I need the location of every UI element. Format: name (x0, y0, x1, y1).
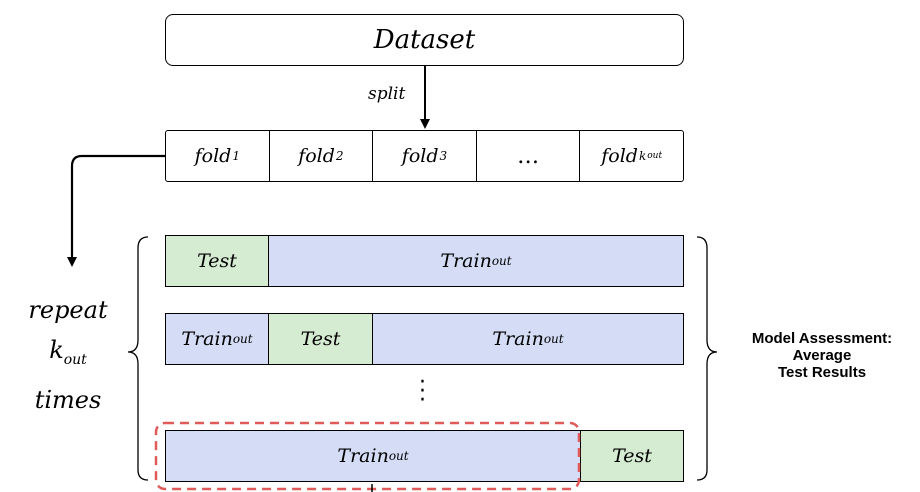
test-segment: Test (581, 431, 683, 481)
test-segment: Test (166, 236, 269, 286)
split-label: split (368, 84, 406, 104)
fold-ellipsis: … (477, 131, 581, 181)
test-segment: Test (269, 314, 373, 364)
highlight-box (154, 421, 581, 491)
model-assessment-label: Model Assessment: Average Test Results (751, 330, 893, 381)
vertical-ellipsis: ··· (419, 370, 426, 413)
dataset-box: Dataset (165, 14, 684, 66)
left-brace (127, 236, 149, 481)
repeat-arrow (67, 154, 165, 267)
right-brace (696, 236, 718, 481)
repeat-label: repeat kout times (28, 296, 108, 414)
